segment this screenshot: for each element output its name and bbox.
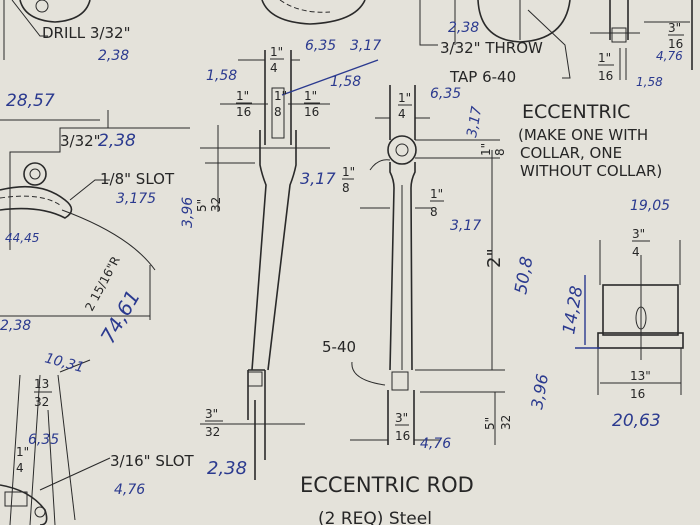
metric-note: 3,17 [464, 105, 485, 139]
tap-label: TAP 6-40 [449, 68, 516, 86]
fraction-den: 16 [395, 429, 410, 443]
eccentric-rod-front-view [350, 85, 505, 445]
metric-note: 3,175 [116, 191, 156, 207]
eccentric-title: ECCENTRIC [522, 101, 630, 123]
thread-label: 5-40 [322, 338, 356, 356]
dimension-fractions: 1"4 1"16 1"8 1"16 5"32 1"8 1"4 1"8 1"8 2… [16, 21, 684, 475]
metric-note: 4,76 [114, 482, 145, 498]
metric-note: 14,28 [559, 284, 587, 336]
fraction-den: 4 [16, 461, 24, 475]
fraction-num: 3" [632, 227, 645, 241]
fraction-num: 3" [668, 21, 681, 35]
handwritten-annotations: 2,38 6,35 3,17 1,58 1,58 28,57 2,38 3,17… [0, 20, 683, 498]
eccentric-note-3: WITHOUT COLLAR) [520, 162, 662, 180]
metric-note: 50,8 [511, 255, 537, 296]
top-left-part [3, 0, 91, 60]
metric-note: 44,45 [5, 231, 39, 245]
metric-note: 10,31 [43, 350, 86, 376]
eccentric-note-1: (MAKE ONE WITH [518, 126, 648, 144]
fraction-den: 8 [342, 181, 350, 195]
fraction-num: 1" [598, 51, 611, 65]
fraction-num: 1" [236, 89, 249, 103]
fraction-num: 13 [34, 377, 49, 391]
fraction-num: 1" [304, 89, 317, 103]
metric-note: 2,38 [0, 318, 31, 334]
metric-note: 3,17 [350, 38, 381, 54]
metric-note: 1,58 [330, 74, 361, 90]
fraction-den: 8 [274, 105, 282, 119]
slot-3-16-label: 3/16" SLOT [110, 452, 195, 470]
fraction-num: 1" [274, 89, 287, 103]
metric-note: 3,17 [450, 218, 481, 234]
metric-note: 4,76 [656, 49, 683, 63]
eccentric-end-view [590, 0, 693, 80]
fraction-num: 13" [630, 369, 651, 383]
fraction-den: 4 [270, 61, 278, 75]
fraction-den: 32 [499, 415, 513, 430]
fraction-den: 16 [630, 387, 645, 401]
rod-subtitle: (2 REQ) Steel [318, 509, 432, 525]
metric-note: 6,35 [430, 86, 461, 102]
fraction-num: 5" [483, 417, 497, 430]
metric-note: 3,17 [300, 169, 336, 188]
fraction-num: 1" [398, 91, 411, 105]
metric-note: 1,58 [636, 75, 663, 89]
fraction-den: 32 [205, 425, 220, 439]
fraction-den: 32 [34, 395, 49, 409]
fraction-den: 16 [668, 37, 683, 51]
drill-label: DRILL 3/32" [42, 24, 130, 42]
metric-note: 3,96 [180, 197, 196, 228]
printed-labels: DRILL 3/32" 3/32" THROW TAP 6-40 ECCENTR… [42, 24, 662, 525]
fraction-num: 3" [395, 411, 408, 425]
fraction-den: 4 [398, 107, 406, 121]
eccentric-collar-view [575, 240, 684, 395]
eccentric-note-2: COLLAR, ONE [520, 144, 622, 162]
metric-note: 6,35 [305, 38, 336, 54]
rod-title: ECCENTRIC ROD [300, 473, 474, 497]
metric-note: 2,38 [207, 458, 247, 479]
throw-label: 3/32" THROW [440, 39, 543, 57]
fraction-den: 4 [632, 245, 640, 259]
fraction-den: 8 [493, 148, 507, 156]
slot-eighth-label: 1/8" SLOT [100, 170, 175, 188]
fraction-num: 3" [205, 407, 218, 421]
fraction-den: 16 [236, 105, 251, 119]
fraction-den: 16 [598, 69, 613, 83]
eccentric-rod-side-view [200, 50, 379, 480]
metric-note: 2,38 [448, 20, 479, 36]
metric-note: 3,96 [527, 372, 552, 410]
fraction-num: 1" [479, 143, 493, 156]
eccentric-strap [0, 110, 190, 525]
eccentric-side-view [261, 0, 571, 79]
metric-note: 19,05 [630, 198, 670, 214]
fraction-num: 5" [195, 199, 209, 212]
fraction-num: 2" [484, 248, 505, 268]
fraction-num: 1" [430, 187, 443, 201]
metric-note: 20,63 [612, 411, 661, 431]
fraction-den: 32 [209, 197, 223, 212]
three-32-label: 3/32" [60, 132, 101, 150]
metric-note: 6,35 [28, 432, 59, 448]
metric-note: 2,38 [98, 48, 129, 64]
metric-note: 28,57 [6, 91, 55, 111]
fraction-den: 8 [430, 205, 438, 219]
metric-note: 4,76 [420, 436, 451, 452]
fraction-num: 1" [270, 45, 283, 59]
fraction-num: 1" [16, 445, 29, 459]
fraction-num: 1" [342, 165, 355, 179]
fraction-den: 16 [304, 105, 319, 119]
metric-note: 2,38 [98, 131, 136, 151]
metric-note: 1,58 [206, 68, 237, 84]
